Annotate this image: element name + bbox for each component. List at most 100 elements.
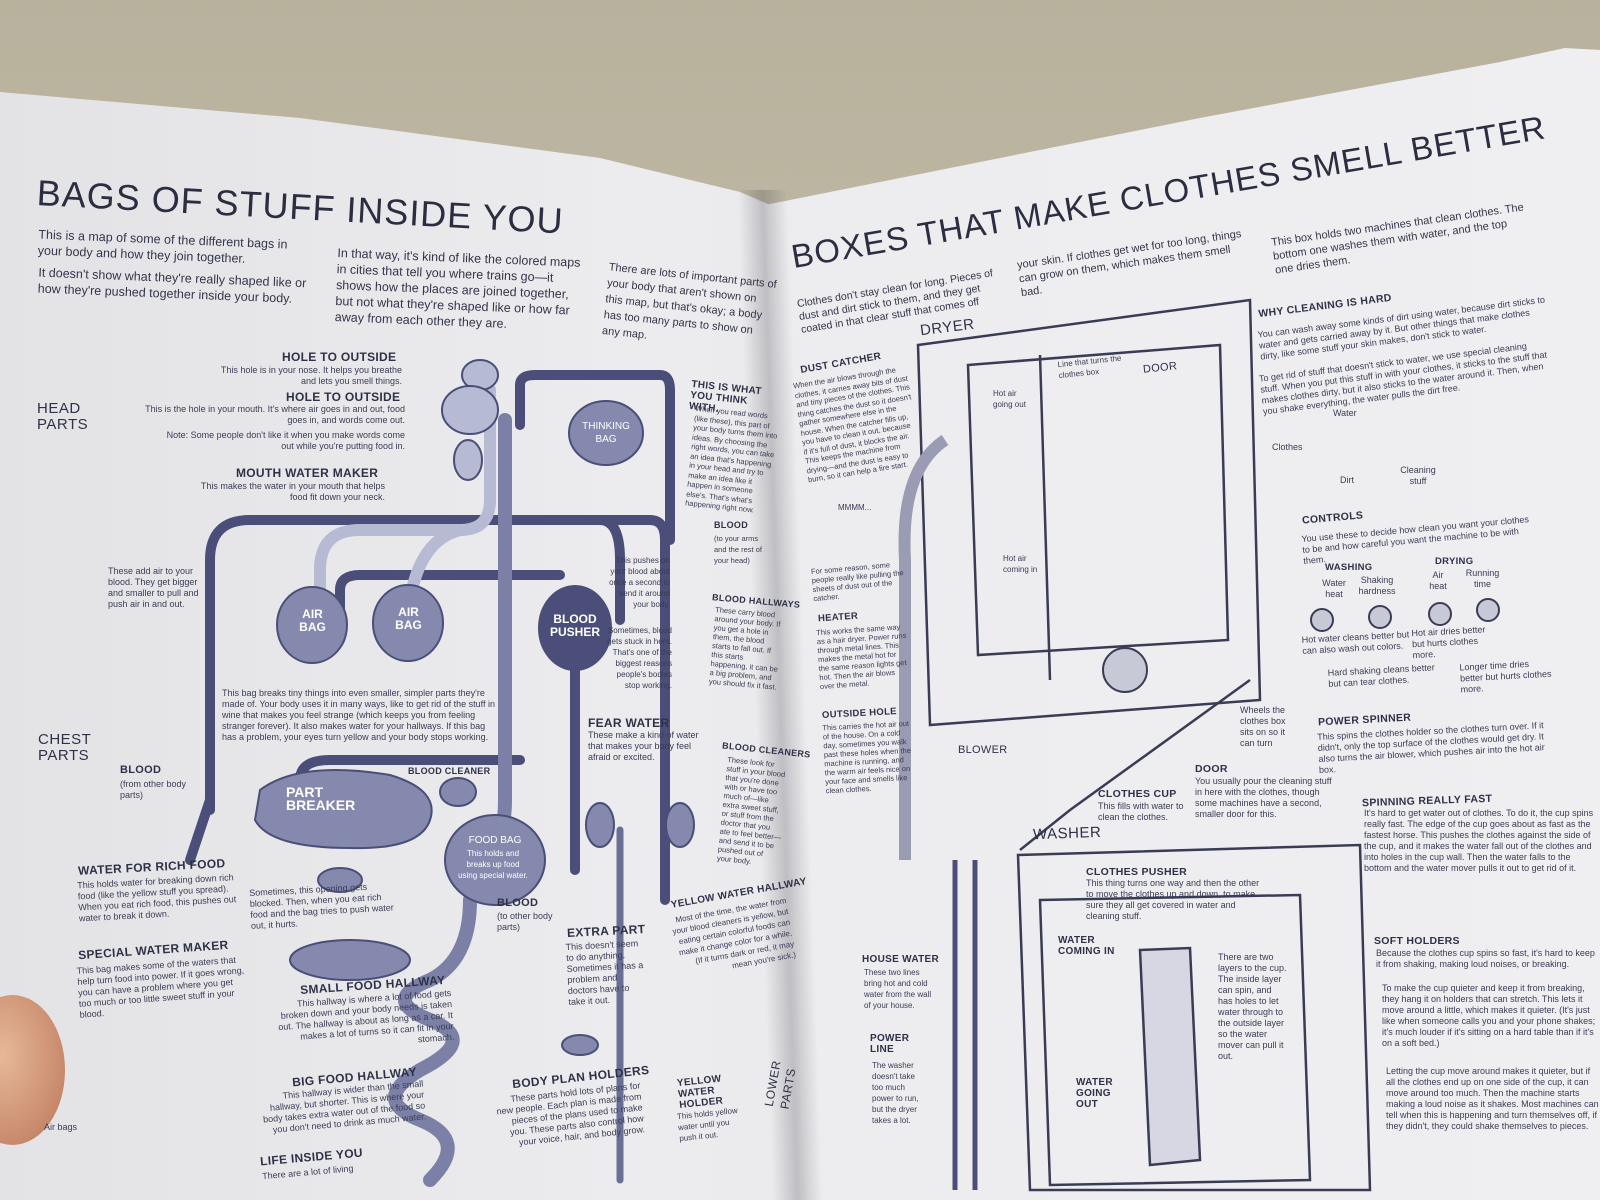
blood-hallway-right [575,515,670,905]
blood-pusher-text-2: Sometimes, blood gets stuck in here. Tha… [607,626,672,690]
section-lower-parts: LOWER PARTS [761,1059,799,1111]
blood-pusher-shape [538,585,612,671]
dust-catcher-text: When the air blows through the clothes, … [792,365,912,485]
heater-text: This works the same way as a hair dryer.… [815,622,907,692]
thinking-bag-label: THINKING BAG [582,421,630,445]
dryer-motor [1102,647,1148,693]
hot-air-note: Hot air dries better but hurts clothes m… [1411,624,1486,661]
thinking-bag-shape [568,400,644,466]
connector-wall [1019,678,1251,851]
special-water-maker-text: This bag makes some of the waters that h… [76,954,245,1020]
hot-air-out-label: Hot air going out [993,389,1026,409]
water-coming-in-label: WATER COMING IN [1058,935,1115,957]
blood-cleaner-label: BLOOD CLEANER [408,766,491,776]
rich-food-water-text: This holds water for breaking down rich … [76,872,237,924]
washing-label: WASHING [1325,562,1373,573]
two-layers-text: There are two layers to the cup. The ins… [1218,952,1287,1061]
blood-other-label: BLOOD [497,897,539,909]
nose-text: This hole is in your nose. It helps you … [220,365,402,386]
clothes-caption: Clothes [1272,442,1303,452]
mouth-water-maker-label: MOUTH WATER MAKER [236,466,379,480]
blood-arms-text: (to your arms and the rest of your head) [714,534,762,565]
soft-holders-label: SOFT HOLDERS [1374,935,1460,947]
blood-hallway-top [515,370,675,545]
blood-cleaner-shape [439,777,477,807]
water-caption: Water [1333,408,1357,418]
blood-other-text: (to other body parts) [497,911,553,932]
cleaning-stuff-caption: Cleaning stuff [1400,465,1436,486]
section-chest-parts: CHEST PARTS [38,731,92,764]
running-time-dial [1476,598,1500,622]
clothes-pusher-label: CLOTHES PUSHER [1086,866,1188,878]
blower-label: BLOWER [958,744,1008,756]
washer-heading: WASHER [1032,823,1102,844]
rich-water-shape [317,867,363,893]
running-time-label: Running time [1465,568,1500,589]
agitator [1138,946,1202,1167]
food-bag-label: FOOD BAG [468,835,522,846]
intro-paragraph-3: In that way, it's kind of like the color… [334,246,581,331]
mouth-hole-shape [441,385,499,435]
dirt-caption: Dirt [1340,475,1354,485]
air-bag-label-2: AIR BAG [395,605,422,632]
extra-part-text: This doesn't seem to do anything. Someti… [565,938,644,1007]
power-line-text: The washer doesn't take too much power t… [872,1061,919,1125]
air-heat-dial [1428,602,1452,626]
part-breaker-shape [253,769,433,850]
air-bag-shape-1 [276,586,348,664]
air-bags-caption: Air bags [44,1122,78,1132]
mmmm-caption: MMMM... [838,503,872,512]
hot-air-in-label: Hot air coming in [1003,554,1038,574]
fear-water-text: These make a kind of water that makes yo… [588,730,699,762]
shaking-hardness-label: Shaking hardness [1358,575,1396,596]
small-food-hallway [388,893,477,1187]
drying-label: DRYING [1435,556,1474,567]
mouth-water-maker-text: This makes the water in your mouth that … [200,481,385,502]
special-water-shape [289,939,411,981]
clothes-cup-label: CLOTHES CUP [1098,788,1177,800]
blood-pusher-text: This pushes on your blood about once a s… [609,556,670,609]
fear-water-label: FEAR WATER [588,716,670,730]
washer-tub [1038,893,1312,1187]
exhaust-duct [898,435,949,860]
opening-blocked-text: Sometimes, this opening gets blocked. Th… [248,881,395,931]
mouth-label: HOLE TO OUTSIDE [286,390,401,404]
spinning-fast-text: It's hard to get water out of clothes. T… [1364,808,1594,873]
house-water-label: HOUSE WATER [862,954,940,965]
clothes-cup-text: This fills with water to clean the cloth… [1098,801,1184,822]
mouth-text: This is the hole in your mouth. It's whe… [145,404,405,425]
part-breaker-text: This bag breaks tiny things into even sm… [222,688,495,742]
air-hallway [314,384,496,606]
yellow-water-holder-text: This holds yellow water until you push i… [676,1105,739,1144]
dryer-belt [1038,354,1052,681]
clothes-pusher-text: This thing turns one way and then the ot… [1086,878,1260,921]
water-going-out-label: WATER GOING OUT [1076,1077,1113,1110]
mouth-note: Note: Some people don't like it when you… [166,430,405,451]
power-line-label: POWER LINE [870,1033,910,1055]
blood-hallway-loop [205,515,625,815]
blood-arms-label: BLOOD [714,520,748,530]
water-heat-dial [1310,608,1334,632]
dryer-drum [966,343,1230,657]
soft-holders-text-2: To make the cup quieter and keep it from… [1382,983,1596,1048]
wheels-note: Wheels the clothes box sits on so it can… [1240,705,1286,748]
washer-cabinet [1016,843,1372,1192]
air-bag-shape-2 [372,584,444,662]
soft-holders-text-3: Letting the cup move around makes it qui… [1386,1066,1599,1131]
blood-from-text: (from other body parts) [120,779,187,800]
air-bags-text: These add air to your blood. They get bi… [108,566,199,609]
blood-from-label: BLOOD [120,764,162,776]
blood-hallway-mid [335,570,565,645]
blood-cleaners-text: These look for stuff in your blood that … [716,755,786,867]
extra-part-shape [561,1034,599,1056]
mouth-water-maker-shape [453,439,483,481]
air-heat-label: Air heat [1429,570,1447,591]
house-water-lines [952,860,978,1190]
washer-door-label: DOOR [1195,763,1228,775]
outside-hole-text: This carries the hot air out of the hous… [822,718,912,796]
think-with-text: When you read words (like these), this p… [684,403,778,515]
kidney-shape-1 [585,802,615,848]
part-breaker-label: PART BREAKER [286,784,356,813]
blood-hallways-text: These carry blood around your body. If y… [708,605,781,692]
